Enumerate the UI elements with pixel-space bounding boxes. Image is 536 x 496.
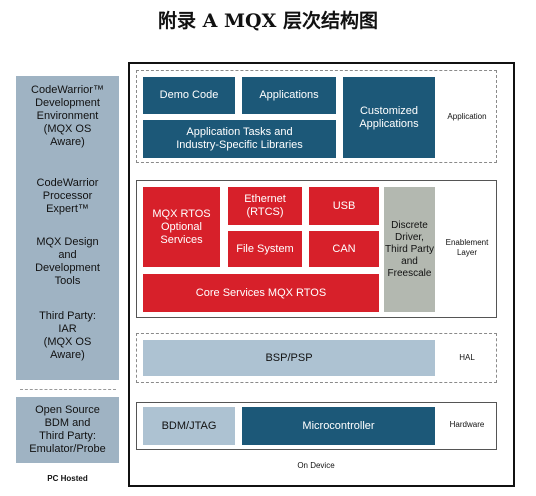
hal-layer-label: HAL <box>459 353 475 362</box>
probe-tools-panel: Open Source BDM and Third Party: Emulato… <box>16 397 119 463</box>
open-source-bdm-label: Open Source BDM and Third Party: Emulato… <box>29 404 106 455</box>
application-tasks-box: Application Tasks and Industry-Specific … <box>143 120 336 158</box>
mqx-optional-services-box: MQX RTOS Optional Services <box>143 187 220 267</box>
applications-box: Applications <box>242 77 336 114</box>
codewarrior-dev-env-label: CodeWarrior™ Development Environment (MQ… <box>31 84 104 148</box>
core-services-box: Core Services MQX RTOS <box>143 274 379 312</box>
application-layer <box>136 70 497 163</box>
iar-label: Third Party: IAR (MQX OS Aware) <box>39 310 96 361</box>
hal-layer <box>136 333 497 383</box>
hardware-layer-label: Hardware <box>449 420 485 429</box>
processor-expert-label: CodeWarrior Processor Expert™ <box>36 177 99 215</box>
ethernet-rtcs-box: Ethernet (RTCS) <box>228 187 302 225</box>
left-panel-divider <box>20 389 116 390</box>
bdm-jtag-box: BDM/JTAG <box>143 407 235 445</box>
customized-applications-box: Customized Applications <box>343 77 435 158</box>
mqx-design-tools-label: MQX Design and Development Tools <box>35 236 100 287</box>
hardware-layer <box>136 402 497 450</box>
page-title: 附录 A MQX 层次结构图 <box>158 10 378 32</box>
enablement-layer-label: Enablement Layer <box>445 238 489 257</box>
pc-hosted-label: PC Hosted <box>47 474 88 483</box>
microcontroller-box: Microcontroller <box>242 407 435 445</box>
enablement-layer <box>136 180 497 318</box>
pc-tools-panel: CodeWarrior™ Development Environment (MQ… <box>16 76 119 380</box>
discrete-driver-box: Discrete Driver, Third Party and Freesca… <box>384 187 435 312</box>
on-device-label: On Device <box>297 461 335 470</box>
file-system-box: File System <box>228 231 302 267</box>
can-box: CAN <box>309 231 379 267</box>
application-layer-label: Application <box>447 112 487 121</box>
demo-code-box: Demo Code <box>143 77 235 114</box>
bsp-psp-box: BSP/PSP <box>143 340 435 376</box>
usb-box: USB <box>309 187 379 225</box>
